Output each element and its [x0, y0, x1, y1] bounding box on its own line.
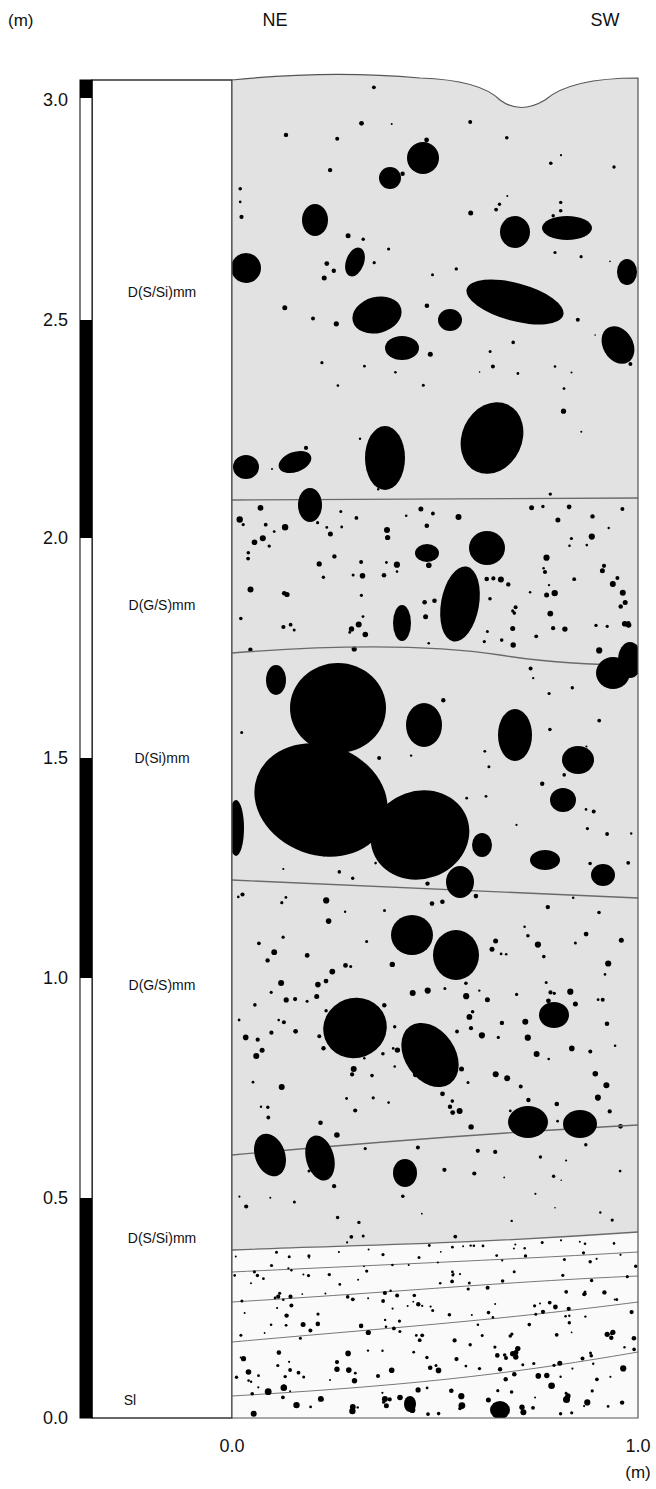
layer-boundaries: [232, 498, 638, 1250]
facies-code: D(Si)mm: [134, 751, 189, 765]
direction-label: SW: [591, 11, 620, 29]
depth-tick: 2.5: [43, 311, 68, 329]
sl-laminae: [232, 1252, 638, 1396]
scale-bar: [80, 80, 92, 1418]
depth-tick: 1.0: [43, 969, 68, 987]
facies-code: D(S/Si)mm: [128, 1231, 196, 1245]
depth-tick: 1.5: [43, 749, 68, 767]
width-tick: 0.0: [219, 1437, 244, 1455]
width-tick: 1.0: [625, 1437, 650, 1455]
depth-tick: 3.0: [43, 91, 68, 109]
axis-unit: (m): [8, 12, 33, 29]
facies-column: [92, 80, 232, 1418]
depth-tick: 0.0: [43, 1409, 68, 1427]
clasts: [228, 142, 642, 1419]
axis-unit: (m): [625, 1464, 650, 1481]
log-outline: [232, 74, 638, 1418]
direction-label: NE: [262, 11, 287, 29]
grain-dots: [233, 85, 637, 1416]
depth-tick: 2.0: [43, 529, 68, 547]
log-fill: [232, 74, 638, 1418]
depth-tick: 0.5: [43, 1189, 68, 1207]
facies-code: D(G/S)mm: [129, 598, 196, 612]
facies-code: Sl: [124, 1393, 136, 1407]
scale-bar-segments: [80, 80, 92, 1418]
facies-code: D(G/S)mm: [129, 978, 196, 992]
facies-code: D(S/Si)mm: [128, 285, 196, 299]
sl-layer: [232, 1232, 638, 1418]
